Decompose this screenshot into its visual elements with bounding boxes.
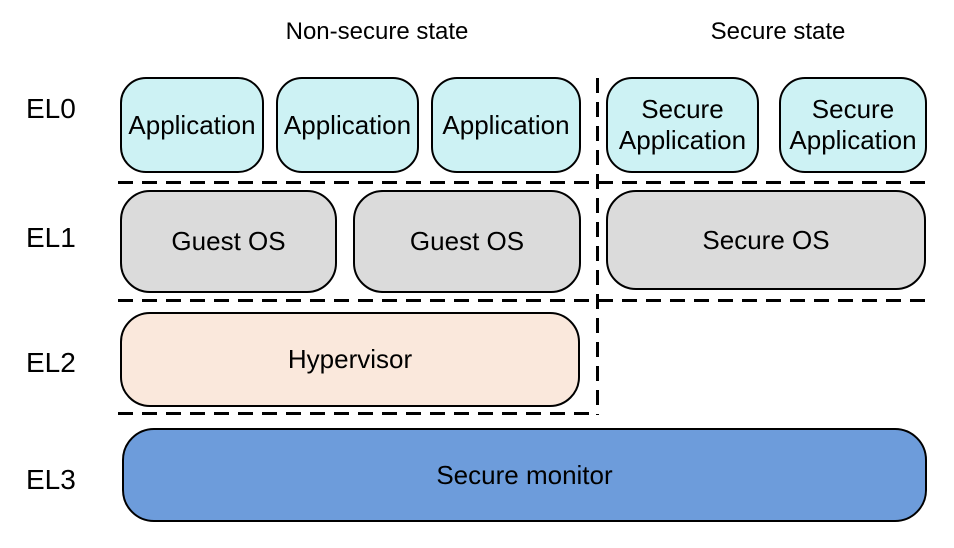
el2-label: EL2 (26, 347, 76, 378)
divider-el0-el1 (118, 181, 928, 184)
el1-label: EL1 (26, 222, 76, 253)
application-box: Application (276, 77, 419, 173)
secure-os-box: Secure OS (606, 190, 926, 290)
guest-os-box: Guest OS (120, 190, 337, 293)
divider-el2-bottom (118, 412, 597, 415)
el0-label: EL0 (26, 93, 76, 124)
el3-label: EL3 (26, 464, 76, 495)
divider-secure-vertical (596, 78, 599, 415)
secure-state-title: Secure state (710, 18, 846, 45)
secure-application-box: Secure Application (779, 77, 927, 173)
secure-monitor-box: Secure monitor (122, 428, 927, 522)
guest-os-box: Guest OS (353, 190, 581, 293)
secure-application-box: Secure Application (606, 77, 759, 173)
non-secure-state-title: Non-secure state (285, 18, 469, 45)
application-box: Application (120, 77, 264, 173)
application-box: Application (431, 77, 581, 173)
hypervisor-box: Hypervisor (120, 312, 580, 407)
divider-el1-el2 (118, 299, 928, 302)
